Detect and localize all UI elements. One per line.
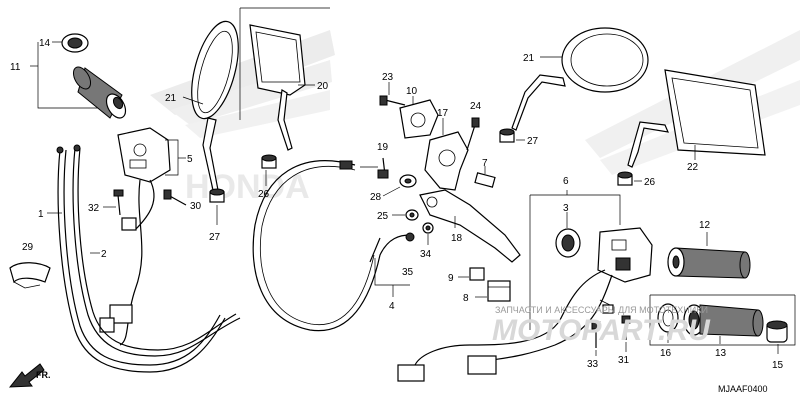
- part-clutch-cable: [252, 160, 411, 332]
- part-26-nut-left: [261, 154, 277, 169]
- part-27-nut-left: [209, 188, 225, 203]
- callout-19: 19: [377, 142, 389, 153]
- part-19-screw: [377, 157, 389, 179]
- callout-29: 29: [22, 242, 34, 253]
- right-connector-2: [467, 355, 497, 375]
- part-1-throttle-cable: [56, 146, 226, 373]
- callout-13: 13: [715, 348, 727, 359]
- callout-3: 3: [563, 203, 569, 214]
- part-26-nut-right: [617, 171, 633, 186]
- part-7-clutch-switch: [474, 172, 496, 188]
- left-connector: [109, 304, 133, 324]
- part-5-left-switch: [117, 127, 186, 183]
- left-connector-small: [121, 217, 137, 231]
- front-direction-label: FR.: [36, 370, 51, 380]
- part-22-right-mirror-square: [627, 69, 766, 168]
- callout-17: 17: [437, 108, 449, 119]
- part-3-collar: [555, 228, 581, 258]
- callout-16: 16: [660, 348, 672, 359]
- front-direction-arrow: FR.: [8, 363, 51, 388]
- part-29-band: [9, 262, 51, 289]
- part-9-connector: [469, 267, 485, 281]
- callout-27-right: 27: [527, 136, 539, 147]
- callout-6: 6: [563, 176, 569, 187]
- part-25-pivot-bolt: [405, 209, 419, 221]
- part-28-collar: [399, 174, 417, 188]
- callout-1: 1: [38, 209, 44, 220]
- callout-18: 18: [451, 233, 463, 244]
- callout-11: 11: [10, 62, 21, 73]
- part-18-clutch-lever: [419, 189, 521, 263]
- part-27-nut-right: [499, 128, 515, 143]
- callout-10: 10: [406, 86, 418, 97]
- callout-35: 35: [402, 267, 414, 278]
- part-11-left-grip: [72, 66, 127, 119]
- part-right-switch-housing: [597, 227, 653, 283]
- left-switch-wire: [119, 179, 143, 346]
- callout-34: 34: [420, 249, 432, 260]
- part-15-end-cap: [766, 320, 788, 343]
- part-31-screw: [621, 315, 631, 340]
- callout-20: 20: [317, 81, 329, 92]
- part-20-left-mirror-square: [249, 24, 306, 151]
- part-17-lever-bracket: [424, 131, 469, 191]
- part-30-screw: [163, 189, 187, 206]
- callout-30: 30: [190, 201, 202, 212]
- part-21-left-mirror: [191, 20, 239, 191]
- part-2-return-cable: [72, 144, 241, 357]
- callout-8: 8: [463, 293, 469, 304]
- callout-26-right: 26: [644, 177, 656, 188]
- right-connector-small: [602, 304, 614, 314]
- callout-9: 9: [448, 273, 454, 284]
- honda-watermark-text: HONDA: [185, 168, 310, 206]
- callout-15: 15: [772, 360, 784, 371]
- callout-32: 32: [88, 203, 100, 214]
- shop-watermark-text: ЗАПЧАСТИ И АКСЕССУАРЫ ДЛЯ МОТОТЕХНИКИ: [495, 305, 708, 315]
- callout-25: 25: [377, 211, 389, 222]
- shop-watermark: ЗАПЧАСТИ И АКСЕССУАРЫ ДЛЯ МОТОТЕХНИКИ MO…: [492, 305, 711, 347]
- callout-5: 5: [187, 154, 193, 165]
- part-35-nut: [405, 232, 415, 242]
- callout-bracket-13: [649, 295, 796, 346]
- part-33-screw: [591, 321, 601, 348]
- callout-33: 33: [587, 359, 599, 370]
- part-13-grip: [683, 304, 764, 337]
- callout-21-left: 21: [165, 93, 177, 104]
- callout-7: 7: [482, 158, 488, 169]
- callout-2: 2: [101, 249, 107, 260]
- part-10-lever-holder: [399, 99, 439, 139]
- part-34-nut: [422, 222, 434, 234]
- callout-22: 22: [687, 162, 699, 173]
- callout-27-left: 27: [209, 232, 221, 243]
- callout-23: 23: [382, 72, 394, 83]
- part-14-grip-end: [61, 33, 89, 53]
- part-12-throttle-grip: [667, 247, 751, 279]
- callout-26-left: 26: [258, 189, 270, 200]
- callout-28: 28: [370, 192, 382, 203]
- callout-bracket-4: [374, 258, 410, 286]
- shop-watermark-site: MOTOPART.RU: [492, 314, 711, 347]
- callout-4: 4: [389, 301, 395, 312]
- part-23-screw: [379, 95, 406, 106]
- callout-31: 31: [618, 355, 630, 366]
- left-connector-2: [99, 317, 115, 333]
- left-switch-wire-2: [134, 179, 155, 231]
- callout-12: 12: [699, 220, 711, 231]
- part-16-ring: [657, 303, 679, 333]
- callout-14: 14: [39, 38, 51, 49]
- callout-21-right: 21: [523, 53, 535, 64]
- part-32-screw: [113, 189, 124, 216]
- part-21-right-mirror: [511, 27, 649, 131]
- right-harness-wire: [414, 269, 606, 366]
- callout-24: 24: [470, 101, 482, 112]
- right-connector-1: [397, 364, 425, 382]
- diagram-code: MJAAF0400: [718, 384, 768, 394]
- part-24-screw: [466, 117, 480, 151]
- part-8-relay: [487, 280, 511, 302]
